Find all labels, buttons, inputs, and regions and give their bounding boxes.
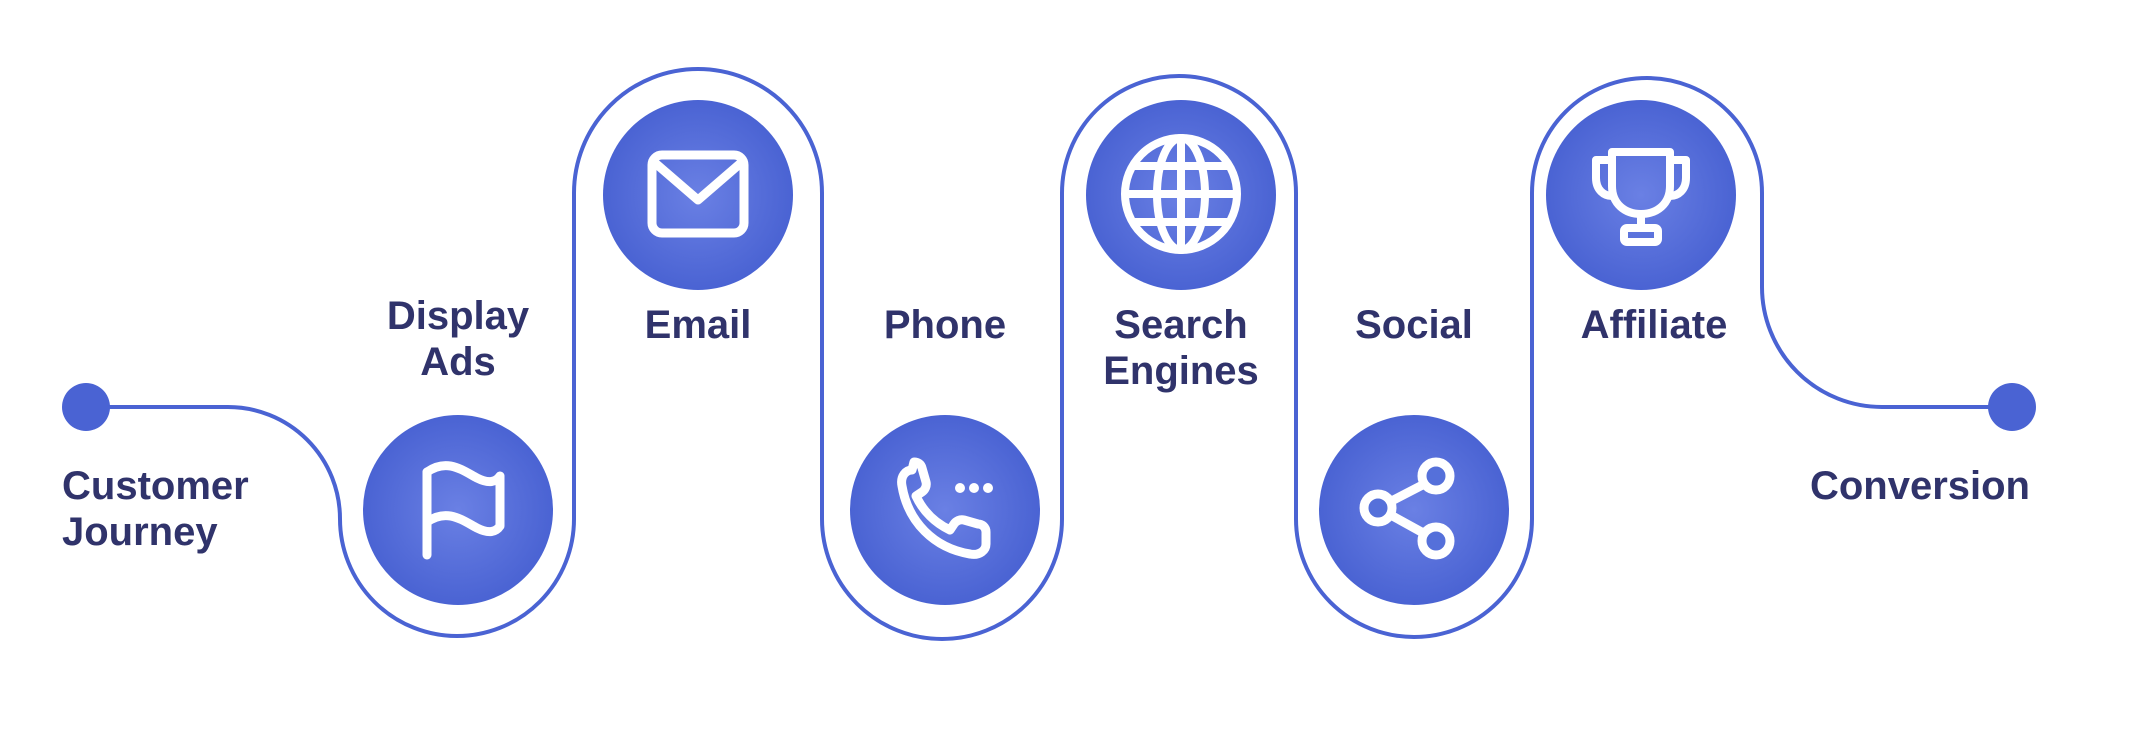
step-label-phone: Phone: [883, 303, 1007, 347]
step-display-ads-node: [363, 415, 553, 605]
start-dot: [62, 383, 110, 431]
phone-icon: [897, 457, 993, 559]
step-label-affiliate: Affiliate: [1580, 303, 1728, 347]
step-label-social: Social: [1355, 303, 1473, 347]
step-label-search-engines: Search Engines: [1103, 303, 1259, 393]
end-dot: [1988, 383, 2036, 431]
end-label: Conversion: [1809, 464, 2030, 508]
share-icon: [1359, 457, 1455, 560]
globe-icon: [1121, 134, 1241, 254]
step-label-display-ads: Display Ads: [386, 294, 530, 384]
start-label: Customer Journey: [62, 464, 249, 554]
step-social-node: [1319, 415, 1509, 605]
step-email-node: [603, 100, 793, 290]
step-phone-node: [850, 415, 1040, 605]
journey-path: [86, 67, 2012, 641]
step-label-email: Email: [644, 303, 752, 347]
step-search-engines-node: [1086, 100, 1276, 290]
trophy-icon: [1592, 148, 1690, 246]
envelope-icon: [647, 150, 749, 238]
step-affiliate-node: [1546, 100, 1736, 290]
flag-icon: [422, 461, 505, 560]
